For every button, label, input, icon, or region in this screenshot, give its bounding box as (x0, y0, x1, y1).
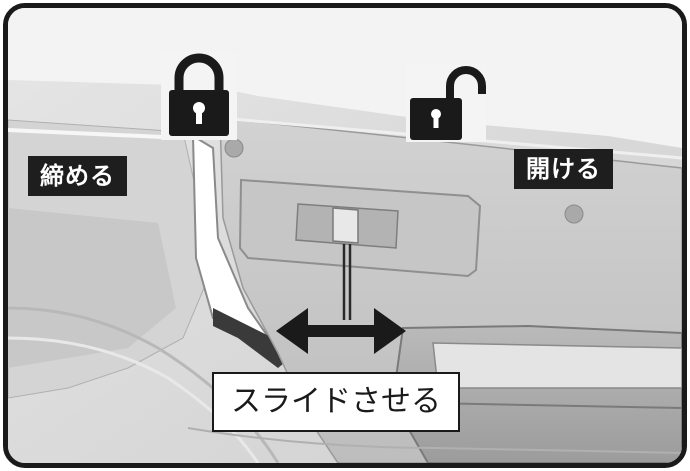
illustration-frame: 締める 開ける スライドさせる (3, 3, 687, 468)
screw-hole-right (564, 204, 584, 224)
double-arrow-icon (276, 308, 406, 354)
unlock-label: 開ける (514, 149, 613, 189)
lock-closed-icon (161, 52, 237, 140)
slider-knob (332, 207, 359, 244)
handle-grip (432, 342, 682, 389)
pointer-line (342, 244, 352, 320)
lock-open-icon (406, 64, 486, 142)
slide-instruction-label: スライドさせる (212, 372, 460, 432)
screw-hole-left (224, 138, 244, 158)
lock-label: 締める (28, 156, 127, 196)
